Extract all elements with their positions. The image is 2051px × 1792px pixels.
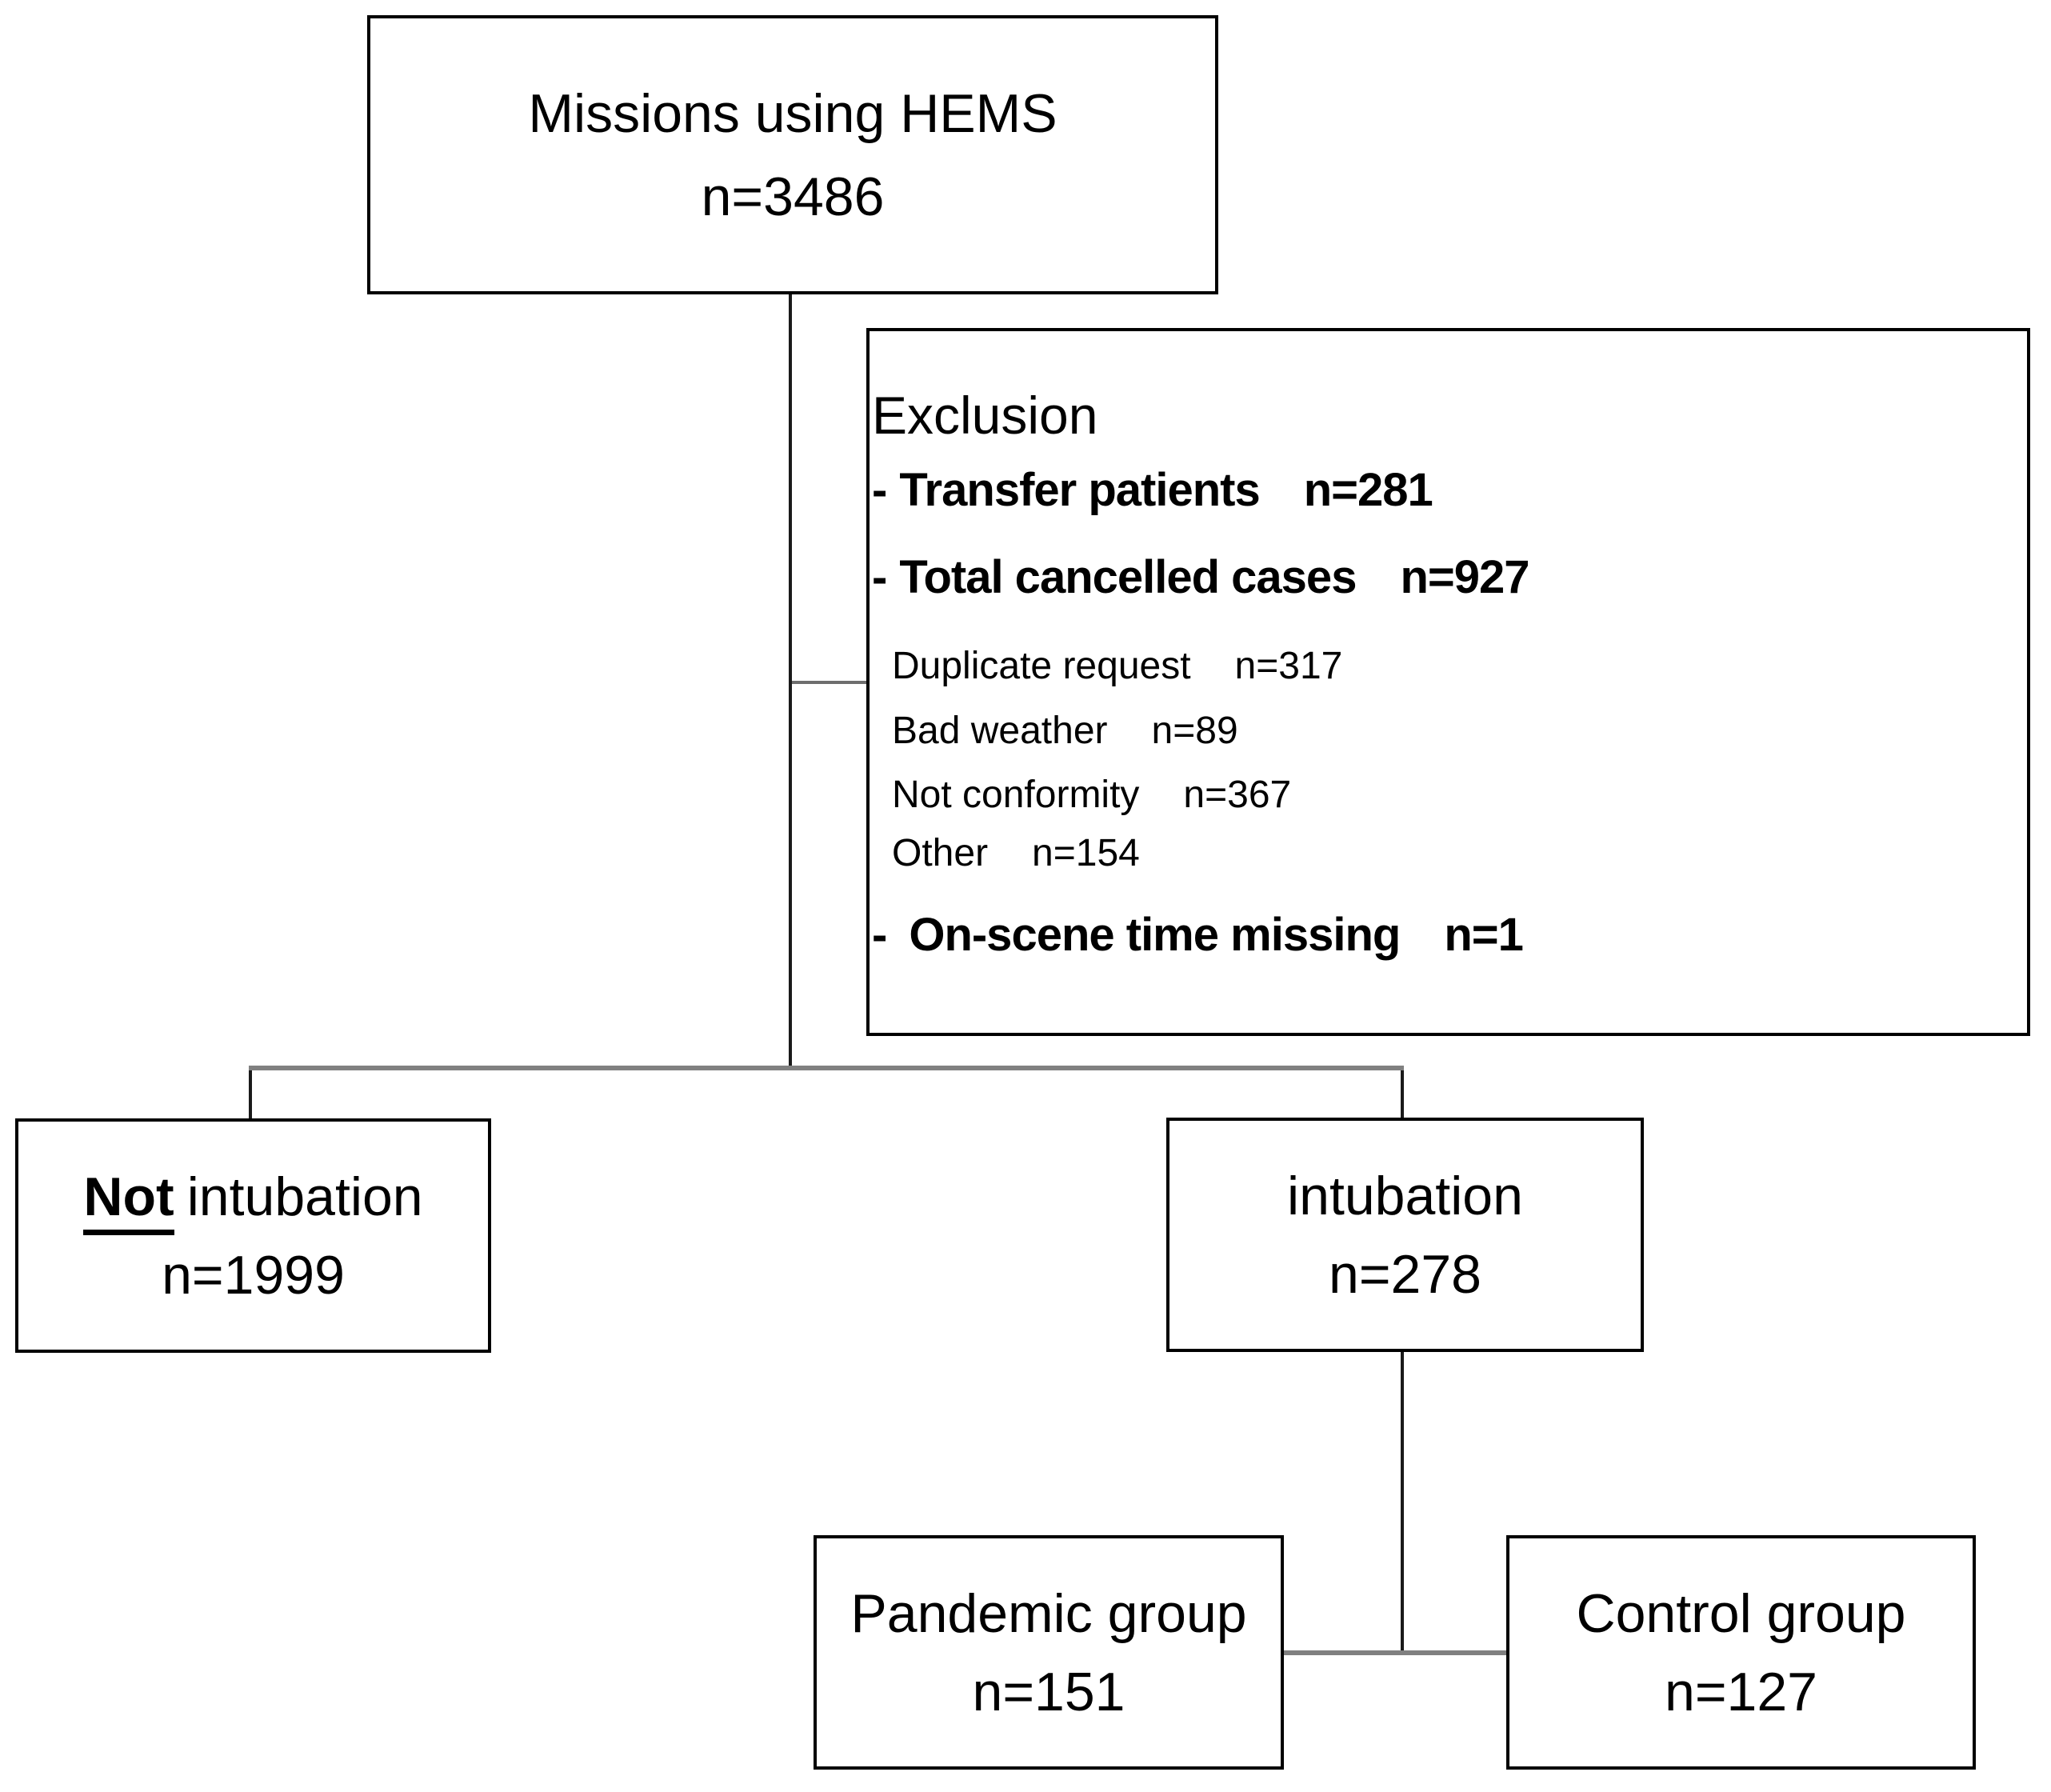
control-group-title: Control group bbox=[1576, 1582, 1906, 1644]
control-group-count: n=127 bbox=[1665, 1661, 1817, 1722]
connector-vertical-from-missions bbox=[789, 294, 792, 1069]
exclusion-subitem-label: Other bbox=[892, 832, 989, 874]
exclusion-subitem-bad-weather: Bad weather n=89 bbox=[892, 707, 1238, 755]
missions-hems-count: n=3486 bbox=[701, 166, 885, 227]
dash: - bbox=[872, 464, 887, 516]
exclusion-subitem-not-conformity: Not conformity n=367 bbox=[892, 771, 1291, 819]
exclusion-item-label: Total cancelled cases bbox=[899, 551, 1357, 603]
exclusion-item-transfer-patients: - Transfer patients n=281 bbox=[872, 462, 1433, 518]
exclusion-subitem-other: Other n=154 bbox=[892, 830, 1140, 878]
exclusion-subitem-value: n=89 bbox=[1151, 710, 1238, 752]
pandemic-group-count: n=151 bbox=[972, 1661, 1125, 1722]
missions-hems-box: Missions using HEMS n=3486 bbox=[367, 15, 1218, 294]
not-word-underlined: Not bbox=[83, 1166, 174, 1235]
pandemic-group-box: Pandemic group n=151 bbox=[814, 1535, 1284, 1770]
connector-drop-to-not-intubation bbox=[249, 1070, 252, 1119]
exclusion-subitem-value: n=367 bbox=[1183, 774, 1292, 816]
exclusion-item-label: On-scene time missing bbox=[909, 909, 1401, 961]
exclusion-item-onscene-missing: - On-scene time missing n=1 bbox=[872, 907, 1524, 963]
not-intubation-count: n=1999 bbox=[162, 1244, 345, 1306]
exclusion-item-value: n=1 bbox=[1444, 909, 1524, 961]
branch-line-upper bbox=[249, 1066, 1404, 1070]
branch-line-lower bbox=[1284, 1650, 1506, 1655]
connector-vertical-from-intubation bbox=[1401, 1352, 1404, 1654]
control-group-box: Control group n=127 bbox=[1506, 1535, 1976, 1770]
exclusion-subitem-value: n=317 bbox=[1234, 645, 1343, 687]
exclusion-subitem-label: Not conformity bbox=[892, 774, 1140, 816]
intubation-count: n=278 bbox=[1329, 1243, 1481, 1305]
exclusion-item-value: n=281 bbox=[1303, 464, 1433, 516]
connector-to-exclusion-box bbox=[792, 681, 870, 684]
pandemic-group-title: Pandemic group bbox=[850, 1582, 1247, 1644]
exclusion-box: Exclusion - Transfer patients n=281 - To… bbox=[866, 328, 2030, 1036]
intubation-box: intubation n=278 bbox=[1166, 1118, 1644, 1352]
exclusion-subitem-label: Bad weather bbox=[892, 710, 1108, 752]
intubation-title: intubation bbox=[1287, 1165, 1523, 1226]
exclusion-item-label: Transfer patients bbox=[899, 464, 1260, 516]
missions-hems-title: Missions using HEMS bbox=[528, 82, 1057, 144]
connector-drop-to-intubation bbox=[1401, 1070, 1404, 1118]
exclusion-subitem-value: n=154 bbox=[1032, 832, 1140, 874]
dash: - bbox=[872, 551, 887, 603]
exclusion-subitem-label: Duplicate request bbox=[892, 645, 1191, 687]
exclusion-item-total-cancelled: - Total cancelled cases n=927 bbox=[872, 550, 1530, 606]
exclusion-title: Exclusion bbox=[872, 386, 1098, 445]
exclusion-subitem-duplicate-request: Duplicate request n=317 bbox=[892, 642, 1342, 690]
dash: - bbox=[872, 909, 887, 961]
exclusion-item-value: n=927 bbox=[1400, 551, 1529, 603]
